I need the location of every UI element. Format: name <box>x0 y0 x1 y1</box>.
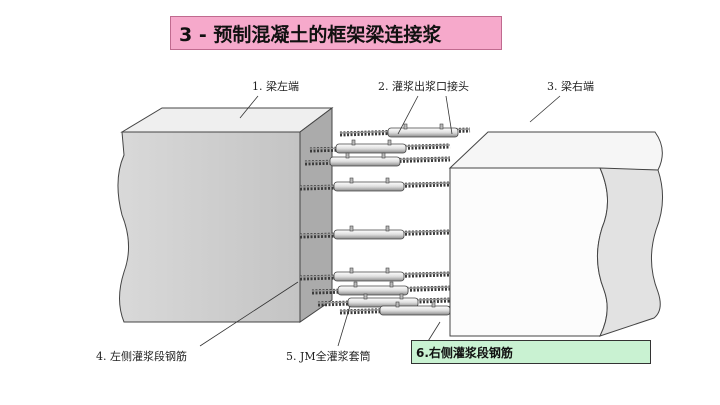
grout-port-out-2 <box>381 152 386 159</box>
left-beam <box>117 107 334 323</box>
grout-port-out-5 <box>385 267 390 274</box>
label-right-rebar: 6.右侧灌浆段钢筋 <box>411 340 651 364</box>
grout-port-out-8 <box>431 301 436 308</box>
grout-port-out-1 <box>387 139 392 146</box>
grout-port-out-3 <box>385 177 390 184</box>
right-beam <box>448 131 663 337</box>
label-beam-right: 3. 梁右端 <box>547 79 594 93</box>
rebar-2 <box>304 156 451 166</box>
grout-port-in-6 <box>353 281 358 288</box>
grout-sleeve-3 <box>333 181 405 192</box>
label-sleeve: 5. JM全灌浆套筒 <box>286 349 371 363</box>
grout-sleeve-2 <box>329 156 401 167</box>
label-beam-left: 1. 梁左端 <box>252 79 299 93</box>
rebar-assembly <box>299 123 471 316</box>
rebar-8 <box>339 305 471 315</box>
grout-port-in-2 <box>345 152 350 159</box>
label-grout-joint: 2. 灌浆出浆口接头 <box>378 79 469 93</box>
grout-port-out-0 <box>439 123 444 130</box>
grout-port-in-7 <box>363 293 368 300</box>
grout-sleeve-1 <box>335 143 407 154</box>
grout-sleeve-5 <box>333 271 405 282</box>
rebar-0 <box>339 127 471 137</box>
grout-port-out-6 <box>389 281 394 288</box>
grout-port-out-7 <box>399 293 404 300</box>
grout-port-in-8 <box>395 301 400 308</box>
grout-port-in-3 <box>349 177 354 184</box>
grout-sleeve-0 <box>387 127 459 138</box>
grout-port-in-1 <box>351 139 356 146</box>
grout-sleeve-6 <box>337 285 409 296</box>
grout-sleeve-4 <box>333 229 405 240</box>
grout-port-in-0 <box>403 123 408 130</box>
grout-sleeve-8 <box>379 305 451 316</box>
grout-port-in-5 <box>349 267 354 274</box>
label-left-rebar: 4. 左侧灌浆段钢筋 <box>96 349 187 363</box>
grout-port-out-4 <box>385 225 390 232</box>
page-title: 3 - 预制混凝土的框架梁连接浆 <box>170 16 502 50</box>
grout-port-in-4 <box>349 225 354 232</box>
